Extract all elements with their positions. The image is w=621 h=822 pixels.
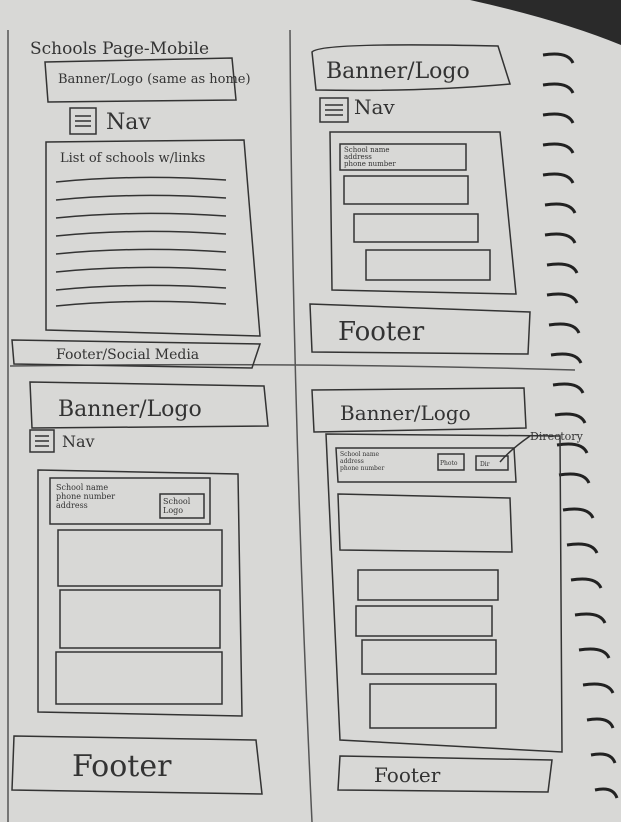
s1-banner-box [44, 57, 237, 103]
s4-photo-label: Photo [440, 460, 458, 467]
s4-card-line-2: address [340, 458, 364, 465]
s4-directory-note: Directory [530, 430, 584, 443]
s1-list-title: List of schools w/links [60, 151, 205, 166]
s1-list-box [45, 139, 261, 337]
s4-card-line-1: School name [340, 451, 380, 458]
page-title: Schools Page-Mobile [30, 39, 209, 59]
s3-hamburger-icon [29, 429, 55, 453]
s4-card-3 [357, 569, 499, 601]
s4-directory-arrow [499, 435, 531, 463]
s4-footer-label: Footer [374, 763, 441, 787]
s4-directory-box [475, 455, 509, 471]
s3-logo-line-2: Logo [163, 506, 183, 515]
s1-footer-box [11, 339, 262, 369]
s1-list-links [55, 176, 227, 307]
s2-content-box [329, 131, 517, 295]
s2-school-card [339, 143, 467, 171]
s2-card-2 [343, 175, 469, 205]
s4-content-box [325, 433, 563, 753]
s2-card-3 [353, 213, 479, 243]
s4-banner-box [311, 387, 527, 433]
s1-nav-label: Nav [106, 110, 151, 135]
s3-banner-label: Banner/Logo [58, 397, 202, 422]
desk-corner [470, 0, 621, 45]
s3-hamburger-lines [35, 435, 49, 447]
s4-card-line-3: phone number [340, 465, 384, 472]
s1-banner-label: Banner/Logo (same as home) [58, 72, 251, 87]
s3-card-2 [57, 529, 223, 587]
s3-school-logo-box [159, 493, 205, 519]
s4-footer-box [337, 755, 553, 793]
s2-banner-label: Banner/Logo [326, 59, 470, 84]
s2-card-4 [365, 249, 491, 281]
s3-card-line-1: School name [56, 483, 108, 492]
s3-content-box [37, 469, 243, 717]
s2-card-line-3: phone number [344, 160, 396, 168]
s2-hamburger-icon [319, 97, 349, 123]
s2-nav-label: Nav [354, 95, 395, 119]
s4-card-5 [361, 639, 497, 675]
s4-card-6 [369, 683, 497, 729]
s2-footer-box [309, 303, 531, 355]
s3-footer-box [11, 735, 263, 795]
s1-footer-label: Footer/Social Media [56, 347, 199, 363]
s1-hamburger-icon [69, 107, 97, 135]
s3-footer-label: Footer [72, 749, 172, 784]
s4-banner-label: Banner/Logo [340, 401, 471, 425]
s3-card-4 [55, 651, 223, 705]
s2-card-line-2: address [344, 153, 372, 161]
s4-school-card [335, 447, 517, 483]
s3-nav-label: Nav [62, 432, 95, 451]
spiral-binding [542, 52, 619, 799]
s3-school-card [49, 477, 211, 525]
s4-card-4 [355, 605, 493, 637]
s2-card-line-1: School name [344, 146, 390, 154]
s1-hamburger-lines [75, 115, 91, 127]
s3-card-3 [59, 589, 221, 649]
s2-banner-box [311, 44, 511, 92]
s2-footer-label: Footer [338, 317, 425, 347]
s3-logo-line-1: School [163, 497, 191, 506]
s3-banner-box [29, 381, 269, 429]
quadrant-dividers [7, 29, 576, 822]
s3-card-line-3: address [56, 501, 88, 510]
s4-card-2 [337, 493, 513, 553]
s4-photo-box [437, 453, 465, 471]
s2-hamburger-lines [325, 104, 343, 116]
s3-card-line-2: phone number [56, 492, 115, 501]
s4-dir-label: Dir [480, 461, 490, 468]
